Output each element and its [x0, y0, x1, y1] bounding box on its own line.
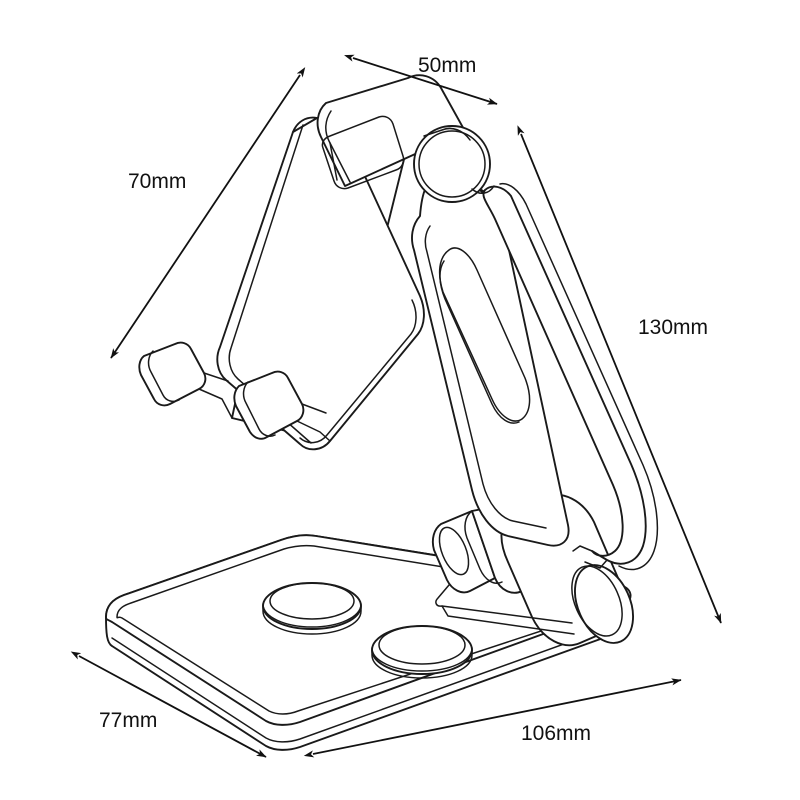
base-hole-upper	[262, 582, 362, 635]
dimension-overall-height: 130mm	[517, 125, 722, 624]
dimension-arrow-106mm	[303, 678, 682, 758]
dimension-arrow-50mm	[344, 54, 498, 105]
dimension-arrow-77mm	[70, 651, 267, 758]
dimension-label-130mm: 130mm	[638, 316, 708, 339]
dimension-label-50mm: 50mm	[418, 54, 476, 77]
dimension-cradle-width: 50mm	[344, 54, 498, 105]
cradle-lip-right	[233, 370, 331, 442]
dimension-cradle-length: 70mm	[110, 67, 306, 359]
dimension-label-106mm: 106mm	[521, 722, 591, 745]
dimension-arrow-70mm	[110, 67, 306, 359]
dimension-label-70mm: 70mm	[128, 170, 186, 193]
dimension-label-77mm: 77mm	[99, 709, 157, 732]
base-hole-lower	[371, 625, 473, 679]
dimension-base-depth: 77mm	[70, 651, 267, 758]
dimension-base-length: 106mm	[303, 678, 682, 758]
dimension-arrow-130mm	[517, 125, 722, 624]
